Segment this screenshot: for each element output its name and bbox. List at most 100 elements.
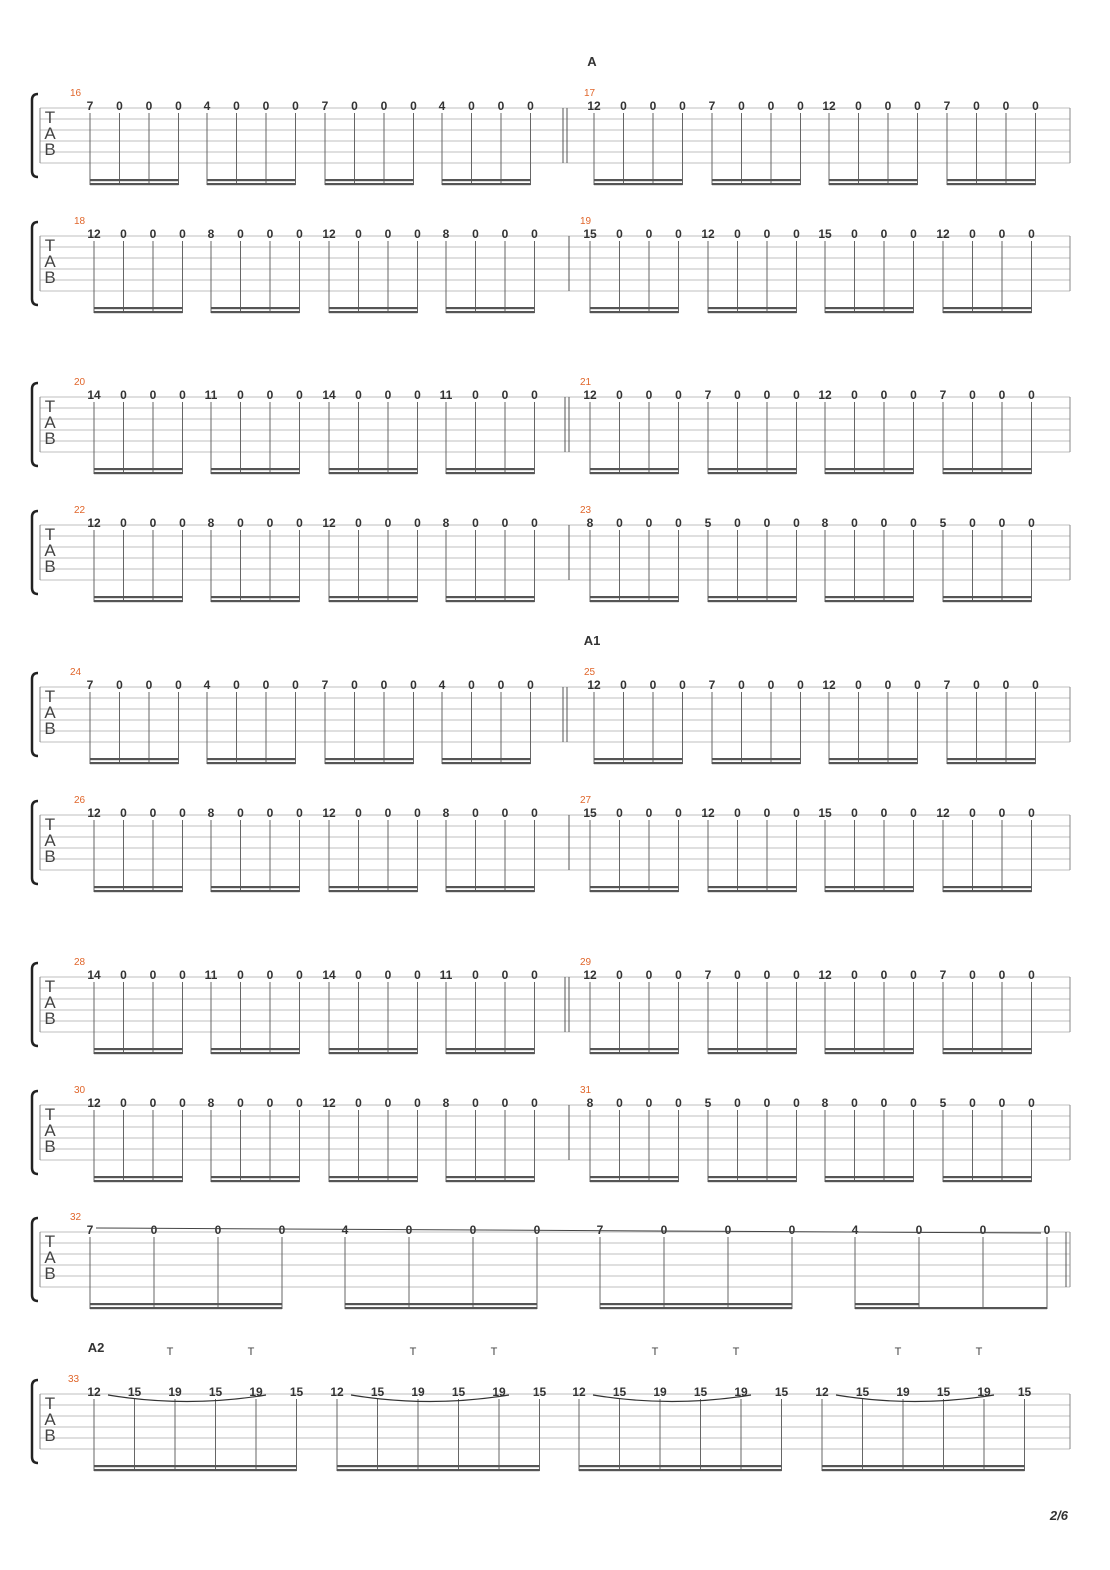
fret-number: 0 xyxy=(385,227,392,241)
beam xyxy=(329,600,418,603)
fret-number: 12 xyxy=(701,227,715,241)
beam xyxy=(94,886,183,889)
beam xyxy=(590,468,679,471)
fret-number: 0 xyxy=(973,99,980,113)
fret-number: 0 xyxy=(146,678,153,692)
tab-clef-letter: B xyxy=(44,847,55,866)
fret-number: 12 xyxy=(87,516,101,530)
beam xyxy=(708,311,797,314)
fret-number: 0 xyxy=(237,806,244,820)
fret-number: 15 xyxy=(818,227,832,241)
beam xyxy=(446,468,535,471)
fret-number: 7 xyxy=(709,99,716,113)
fret-number: 0 xyxy=(793,806,800,820)
fret-number: 0 xyxy=(734,388,741,402)
fret-number: 0 xyxy=(851,1096,858,1110)
fret-number: 7 xyxy=(709,678,716,692)
fret-number: 11 xyxy=(440,388,453,402)
measure-number: 32 xyxy=(70,1212,82,1223)
fret-number: 15 xyxy=(775,1385,789,1399)
measure-number: 27 xyxy=(580,795,592,806)
system-bracket xyxy=(30,509,39,596)
beam xyxy=(825,1052,914,1055)
fret-number: 8 xyxy=(208,227,215,241)
tab-clef-letter: A xyxy=(44,1121,56,1140)
fret-number: 0 xyxy=(279,1223,286,1237)
fret-number: 0 xyxy=(263,678,270,692)
fret-number: 0 xyxy=(910,388,917,402)
beam xyxy=(94,307,183,310)
beam xyxy=(94,1465,297,1468)
fret-number: 0 xyxy=(146,99,153,113)
beam xyxy=(446,886,535,889)
fret-number: 4 xyxy=(439,678,446,692)
fret-number: 0 xyxy=(527,678,534,692)
fret-number: 0 xyxy=(263,99,270,113)
fret-number: 0 xyxy=(881,227,888,241)
fret-number: 0 xyxy=(1028,1096,1035,1110)
beam xyxy=(211,1180,300,1183)
beam xyxy=(943,1048,1032,1051)
beam xyxy=(943,307,1032,310)
fret-number: 12 xyxy=(322,1096,336,1110)
beam xyxy=(90,758,179,761)
beam xyxy=(712,762,801,765)
fret-number: 0 xyxy=(296,388,303,402)
fret-number: 0 xyxy=(267,388,274,402)
fret-number: 0 xyxy=(215,1223,222,1237)
fret-number: 0 xyxy=(793,1096,800,1110)
fret-number: 0 xyxy=(999,388,1006,402)
fret-number: 0 xyxy=(233,99,240,113)
fret-number: 15 xyxy=(937,1385,951,1399)
fret-number: 11 xyxy=(440,968,453,982)
fret-number: 12 xyxy=(587,99,601,113)
tab-clef-letter: T xyxy=(45,1394,55,1413)
fret-number: 0 xyxy=(267,227,274,241)
beam xyxy=(594,762,683,765)
beam xyxy=(825,472,914,475)
fret-number: 0 xyxy=(267,968,274,982)
fret-number: 0 xyxy=(502,227,509,241)
fret-number: 0 xyxy=(969,1096,976,1110)
fret-number: 0 xyxy=(120,388,127,402)
measure-number: 29 xyxy=(580,957,592,968)
tab-clef-letter: B xyxy=(44,140,55,159)
fret-number: 0 xyxy=(381,99,388,113)
beam xyxy=(94,472,183,475)
beam xyxy=(90,1307,282,1310)
beam xyxy=(211,1176,300,1179)
fret-number: 8 xyxy=(587,1096,594,1110)
beam xyxy=(947,762,1036,765)
fret-number: 0 xyxy=(768,678,775,692)
fret-number: 0 xyxy=(414,1096,421,1110)
fret-number: 0 xyxy=(646,227,653,241)
beam xyxy=(590,600,679,603)
fret-number: 0 xyxy=(999,806,1006,820)
beam xyxy=(708,1176,797,1179)
fret-number: 8 xyxy=(822,516,829,530)
fret-number: 15 xyxy=(583,806,597,820)
fret-number: 12 xyxy=(936,227,950,241)
beam xyxy=(94,1180,183,1183)
fret-number: 0 xyxy=(1028,516,1035,530)
fret-number: 0 xyxy=(851,968,858,982)
fret-number: 7 xyxy=(322,99,329,113)
fret-number: 0 xyxy=(472,1096,479,1110)
fret-number: 5 xyxy=(705,1096,712,1110)
fret-number: 0 xyxy=(498,678,505,692)
tap-mark: T xyxy=(491,1346,498,1358)
fret-number: 7 xyxy=(597,1223,604,1237)
beam xyxy=(90,762,179,765)
fret-number: 8 xyxy=(587,516,594,530)
beam xyxy=(943,1176,1032,1179)
beam xyxy=(825,1180,914,1183)
fret-number: 0 xyxy=(675,1096,682,1110)
tab-clef-letter: A xyxy=(44,831,56,850)
fret-number: 0 xyxy=(179,388,186,402)
fret-number: 15 xyxy=(613,1385,627,1399)
section-marker: A xyxy=(587,54,597,69)
fret-number: 0 xyxy=(120,227,127,241)
